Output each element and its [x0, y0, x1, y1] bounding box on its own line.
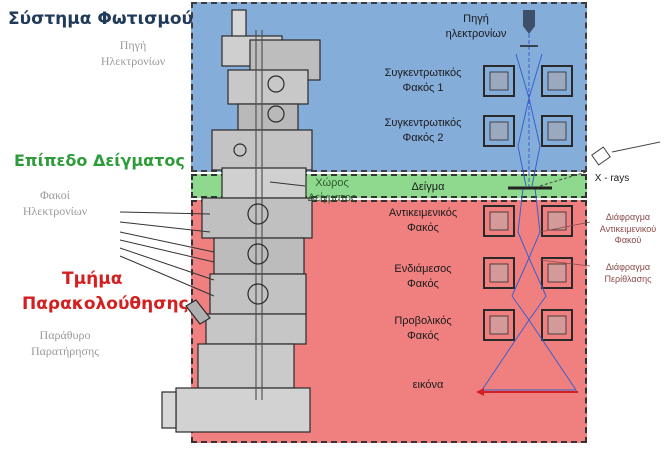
- objective-aperture-label-line1: Διάφραγμα: [605, 212, 651, 222]
- electron-source-label-line1: Πηγή: [119, 38, 147, 52]
- image-arrowhead: [476, 388, 484, 396]
- microscope-column: [161, 9, 321, 433]
- diffraction-aperture-label: Διάφραγμα Περίθλασης: [592, 262, 664, 285]
- objective-lens-label-line2: Φακός: [407, 221, 439, 234]
- condenser1-label-line2: Φακός 1: [402, 81, 444, 94]
- observation-window-label-line1: Παράθυρο: [39, 328, 91, 342]
- sample-space-leader: [269, 181, 306, 187]
- xrays-label: X - rays: [594, 173, 630, 184]
- sample-label: Δείγμα: [411, 181, 445, 193]
- sample-space-label: Χώρος Δείγματος: [302, 176, 362, 206]
- sample-space-label-line2: Δείγματος: [307, 191, 357, 204]
- condenser1-label-line1: Συγκεντρωτικός: [384, 67, 462, 79]
- intermediate-lens-label: Ενδιάμεσος Φακός: [378, 262, 468, 292]
- diffraction-aperture-label-line2: Περίθλασης: [604, 273, 652, 284]
- electron-lenses-label-line2: Ηλεκτρονίων: [22, 203, 88, 218]
- condenser2-label: Συγκεντρωτικός Φακός 2: [378, 116, 468, 146]
- objective-lens-label: Αντικειμενικός Φακός: [378, 206, 468, 236]
- gun-label-line1: Πηγή: [463, 13, 489, 25]
- electron-source-label: Πηγή Ηλεκτρονίων: [78, 38, 188, 69]
- lens-leader-lines: [119, 211, 215, 297]
- condenser1-label: Συγκεντρωτικός Φακός 1: [378, 66, 468, 96]
- electron-lenses-label-line1: Φακοί: [39, 188, 71, 202]
- electron-gun: [523, 10, 535, 34]
- xray-detector-icon: [539, 141, 661, 187]
- projector-lens-label-line1: Προβολικός: [394, 315, 452, 327]
- electron-lenses-label: Φακοί Ηλεκτρονίων: [10, 188, 100, 219]
- sample-level-title: Επίπεδο Δείγματος: [14, 151, 185, 170]
- electron-beam: [481, 34, 577, 391]
- observation-title-line1: Τμήμα: [62, 269, 123, 289]
- intermediate-lens-label-line2: Φακός: [407, 277, 439, 290]
- projector-lens-label: Προβολικός Φακός: [378, 314, 468, 344]
- condenser2-label-line2: Φακός 2: [402, 131, 444, 144]
- objective-aperture-label-line2: Αντικειμενικού: [599, 223, 657, 234]
- diffraction-aperture-label-line1: Διάφραγμα: [605, 262, 651, 272]
- objective-aperture-label: Διάφραγμα Αντικειμενικού Φακού: [592, 212, 664, 247]
- objective-lens-label-line1: Αντικειμενικός: [388, 207, 458, 219]
- electron-source-label-line2: Ηλεκτρονίων: [100, 53, 166, 68]
- objective-aperture-label-line3: Φακού: [614, 235, 642, 246]
- projector-lens-label-line2: Φακός: [407, 329, 439, 342]
- gun-label: Πηγή ηλεκτρονίων: [436, 12, 516, 42]
- gun-label-line2: ηλεκτρονίων: [445, 27, 507, 40]
- intermediate-lens-label-line1: Ενδιάμεσος: [394, 263, 452, 275]
- aperture-leaders: [539, 221, 591, 267]
- lens-coils: [483, 65, 573, 341]
- observation-window-label: Παράθυρο Παρατήρησης: [18, 328, 112, 359]
- observation-window-label-line2: Παρατήρησης: [30, 343, 100, 358]
- sample-space-label-line1: Χώρος: [315, 177, 349, 189]
- illumination-title: Σύστημα Φωτισμού: [8, 9, 193, 29]
- image-label: εικόνα: [412, 379, 444, 391]
- observation-title-line2: Παρακολούθησης: [22, 294, 189, 314]
- condenser2-label-line1: Συγκεντρωτικός: [384, 117, 462, 129]
